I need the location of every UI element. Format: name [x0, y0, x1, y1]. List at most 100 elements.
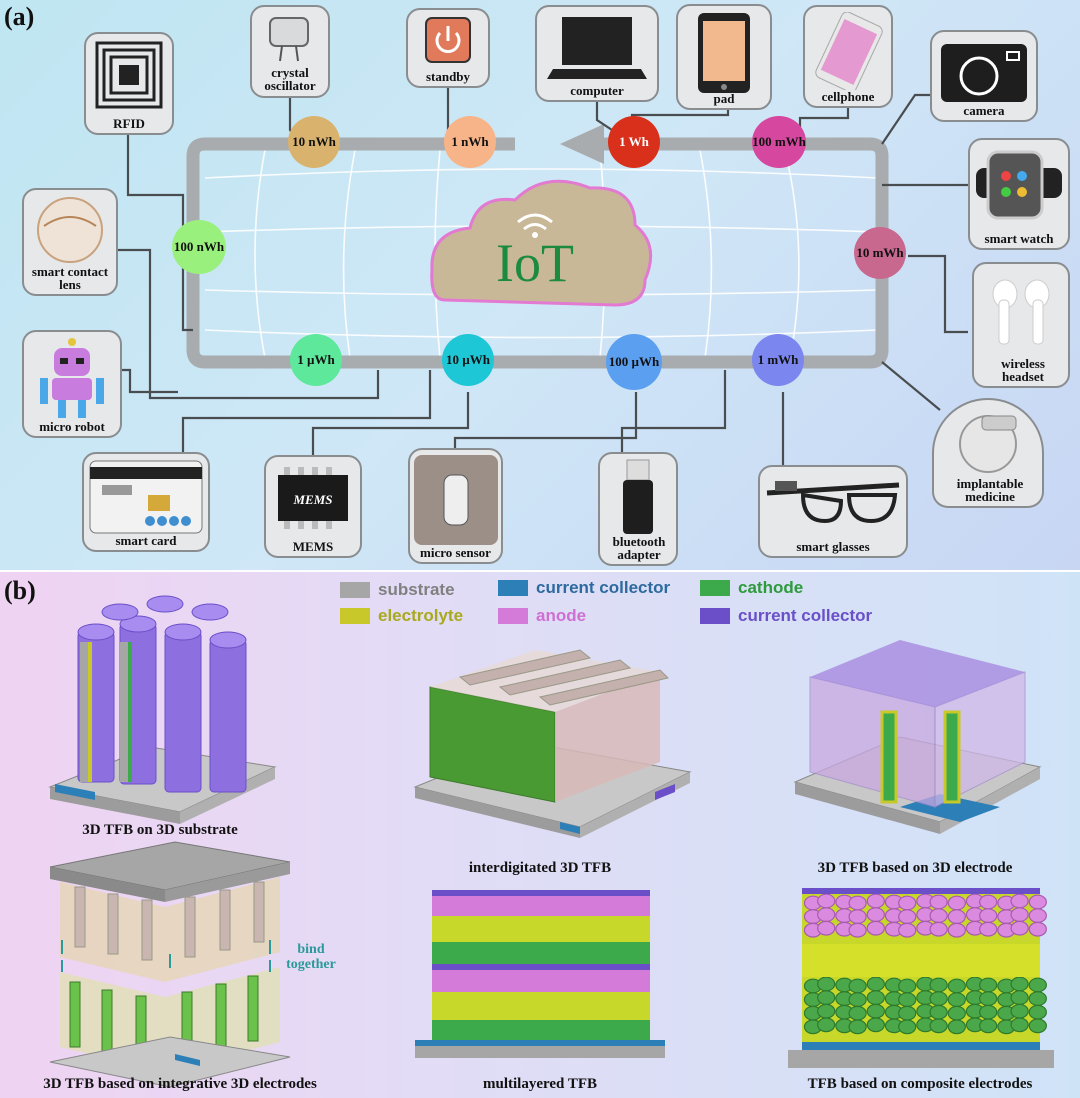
- device-smart-card-label: smart card: [115, 533, 177, 548]
- device-implantable-label: implantable medicine: [956, 476, 1024, 504]
- particle: [848, 1019, 867, 1035]
- particle: [929, 1004, 948, 1020]
- node-100-mwh: 100 mWh: [752, 116, 806, 168]
- particle: [929, 991, 948, 1007]
- structure-3d-electrode: [793, 640, 1042, 834]
- particle: [866, 1017, 885, 1033]
- caption-multilayered: multilayered TFB: [482, 1076, 598, 1092]
- particle: [947, 1019, 966, 1035]
- device-crystal-label: crystal oscillator: [264, 65, 316, 93]
- structure-integrative-3d: [49, 841, 291, 1088]
- legend-label: current collector: [738, 606, 873, 625]
- node-10-uwh: 10 µWh: [442, 334, 494, 386]
- particle: [979, 921, 998, 937]
- panel-b: (b) substrate current collector cathode …: [0, 572, 1080, 1098]
- particle: [1010, 907, 1029, 923]
- device-smart-contact-lens: smart contact lens: [22, 188, 118, 296]
- device-computer-label: computer: [570, 83, 624, 98]
- legend-substrate: substrate: [340, 580, 455, 600]
- particle: [898, 1005, 917, 1021]
- device-smart-watch: smart watch: [968, 138, 1070, 250]
- mems-chip-text: MEMS: [292, 492, 332, 507]
- particle: [1010, 1017, 1029, 1033]
- device-camera: camera: [930, 30, 1038, 122]
- device-smart-glasses-label: smart glasses: [796, 539, 870, 554]
- legend-swatch: [498, 608, 528, 624]
- node-100-uwh: 100 µWh: [606, 334, 662, 390]
- particle: [848, 1005, 867, 1021]
- legend-swatch: [340, 608, 370, 624]
- device-rfid-label: RFID: [113, 116, 145, 131]
- legend-swatch: [498, 580, 528, 596]
- particle: [1028, 1018, 1047, 1034]
- particle: [1028, 1004, 1047, 1020]
- particle: [817, 990, 836, 1006]
- cathode-particles: [803, 976, 1047, 1035]
- particle: [947, 978, 966, 994]
- device-standby-label: standby: [425, 69, 471, 84]
- laptop-icon: [547, 17, 647, 79]
- device-micro-sensor: micro sensor: [408, 448, 503, 564]
- particle: [929, 908, 948, 924]
- device-cellphone-label: cellphone: [821, 89, 875, 104]
- anode-particles: [803, 893, 1047, 938]
- particle: [866, 907, 885, 923]
- device-smart-glasses: smart glasses: [758, 465, 908, 558]
- particle: [848, 978, 867, 994]
- particle: [1028, 921, 1047, 937]
- structure-multilayered: [415, 890, 665, 1058]
- particle: [898, 895, 917, 911]
- caption-interdigitated: interdigitated 3D TFB: [468, 860, 612, 876]
- particle: [929, 977, 948, 993]
- legend-label: substrate: [378, 580, 455, 599]
- legend-electrolyte: electrolyte: [340, 606, 463, 626]
- particle: [947, 922, 966, 938]
- particle: [866, 920, 885, 936]
- mems-chip-icon: MEMS: [278, 467, 348, 529]
- particle: [1028, 894, 1047, 910]
- implant-icon: [959, 415, 1017, 473]
- node-1-nwh: 1 nWh: [444, 116, 496, 168]
- particle: [979, 991, 998, 1007]
- tablet-icon: [698, 13, 750, 93]
- particle: [979, 908, 998, 924]
- particle: [848, 909, 867, 925]
- particle: [817, 907, 836, 923]
- iot-cloud: [430, 179, 653, 307]
- device-pad-label: pad: [713, 91, 735, 106]
- particle: [979, 977, 998, 993]
- device-contact-lens-label: smart contact lens: [31, 264, 109, 292]
- robot-icon: [40, 338, 104, 418]
- power-icon: [425, 17, 471, 63]
- bind-together-note: bind together: [286, 942, 336, 972]
- iot-network-diagram: [115, 87, 968, 468]
- device-standby: standby: [406, 8, 490, 88]
- device-cellphone: cellphone: [803, 5, 893, 108]
- structure-interdigitated: [413, 649, 692, 838]
- particle: [817, 1003, 836, 1019]
- caption-composite: TFB based on composite electrodes: [807, 1076, 1033, 1092]
- particle: [848, 922, 867, 938]
- structure-3d-substrate: [48, 595, 277, 824]
- particle: [947, 909, 966, 925]
- rfid-icon: [95, 41, 163, 109]
- particle: [898, 978, 917, 994]
- device-micro-robot-label: micro robot: [39, 419, 105, 434]
- device-wireless-headset-label: wireless headset: [1001, 356, 1045, 384]
- particle: [866, 976, 885, 992]
- particle: [898, 992, 917, 1008]
- particle: [817, 1017, 836, 1033]
- particle: [817, 976, 836, 992]
- particle: [898, 1019, 917, 1035]
- particle: [1028, 991, 1047, 1007]
- smartphone-icon: [815, 12, 883, 90]
- device-micro-sensor-label: micro sensor: [420, 545, 491, 560]
- legend-swatch: [700, 608, 730, 624]
- usb-adapter-icon: [623, 459, 653, 534]
- particle: [929, 921, 948, 937]
- panel-a: (a) IoT 10 nWh 1 nWh 1 Wh 100 mWh 100 nW…: [0, 0, 1080, 570]
- particle: [1028, 977, 1047, 993]
- particle: [979, 1004, 998, 1020]
- legend-label: electrolyte: [378, 606, 464, 625]
